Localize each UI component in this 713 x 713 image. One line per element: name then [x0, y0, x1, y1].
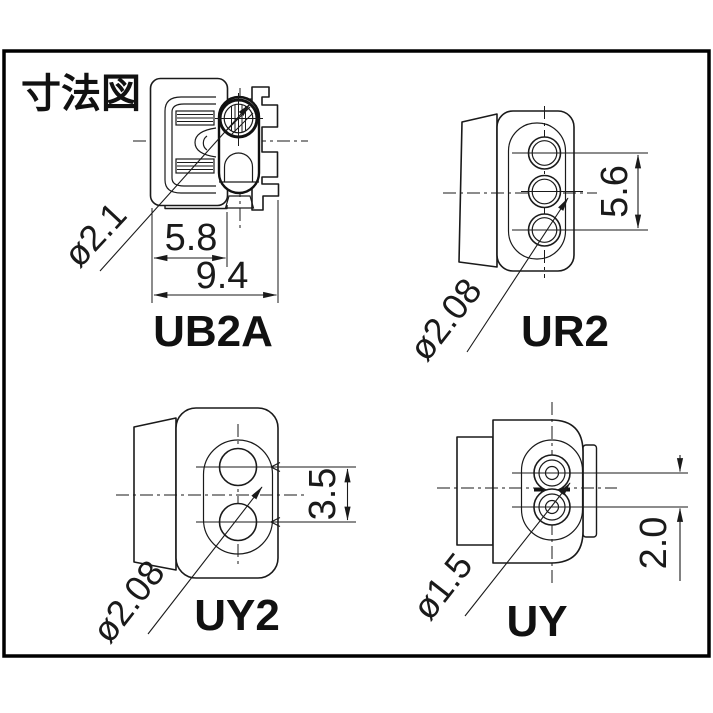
- uy-part-label: UY: [506, 597, 567, 646]
- drawing-title: 寸法図: [21, 72, 141, 116]
- ur2-dim-value-hole-span: 5.6: [594, 165, 636, 218]
- ur2-crosshair-lines: [512, 152, 648, 231]
- ub2a-slot-upper: [175, 110, 215, 126]
- ub2a-latch-inner-contour: [171, 103, 216, 187]
- uy2-diameter-leader: [147, 486, 263, 635]
- ub2a-part-label: UB2A: [153, 307, 273, 356]
- ub2a-foot: [224, 195, 255, 209]
- ur2-side-body: [458, 113, 498, 268]
- ub2a-dome-contact: [223, 152, 254, 182]
- uy2-edge-notches: [269, 461, 281, 528]
- uy2-face-plate: [175, 407, 279, 579]
- uy2-crosshair-lines: [196, 466, 356, 523]
- ub2a-dim-value-overall-width: 9.4: [196, 255, 249, 297]
- ub2a-latch-tongue-arc: [202, 135, 208, 151]
- ub2a-dim-value-inner-width: 5.8: [165, 217, 218, 259]
- ub2a-housing-lip: [164, 205, 228, 210]
- uy-dim-value-hole-span: 2.0: [633, 517, 675, 570]
- uy2-dim-value-hole-span: 3.5: [302, 468, 344, 521]
- ub2a-diagram: 5.8 9.4 ø2.1 UB2A: [55, 77, 308, 356]
- uy2-part-label: UY2: [194, 591, 280, 640]
- ub2a-diameter-leader: [99, 103, 251, 272]
- ub2a-latch-outer-contour: [164, 96, 216, 194]
- uy-diagram: 2.0 ø1.5 UY: [404, 402, 688, 646]
- uy-diameter-leader: [464, 482, 571, 617]
- drawing-frame: [2, 49, 711, 658]
- ub2a-extension-lines: [151, 200, 279, 303]
- ur2-diameter-leader: [466, 197, 569, 353]
- uy2-side-body: [133, 417, 177, 571]
- ub2a-latch-tongue: [194, 127, 217, 158]
- uy-crosshair-lines: [512, 472, 688, 508]
- ur2-part-label: UR2: [521, 307, 609, 356]
- uy-rear-block: [456, 436, 494, 546]
